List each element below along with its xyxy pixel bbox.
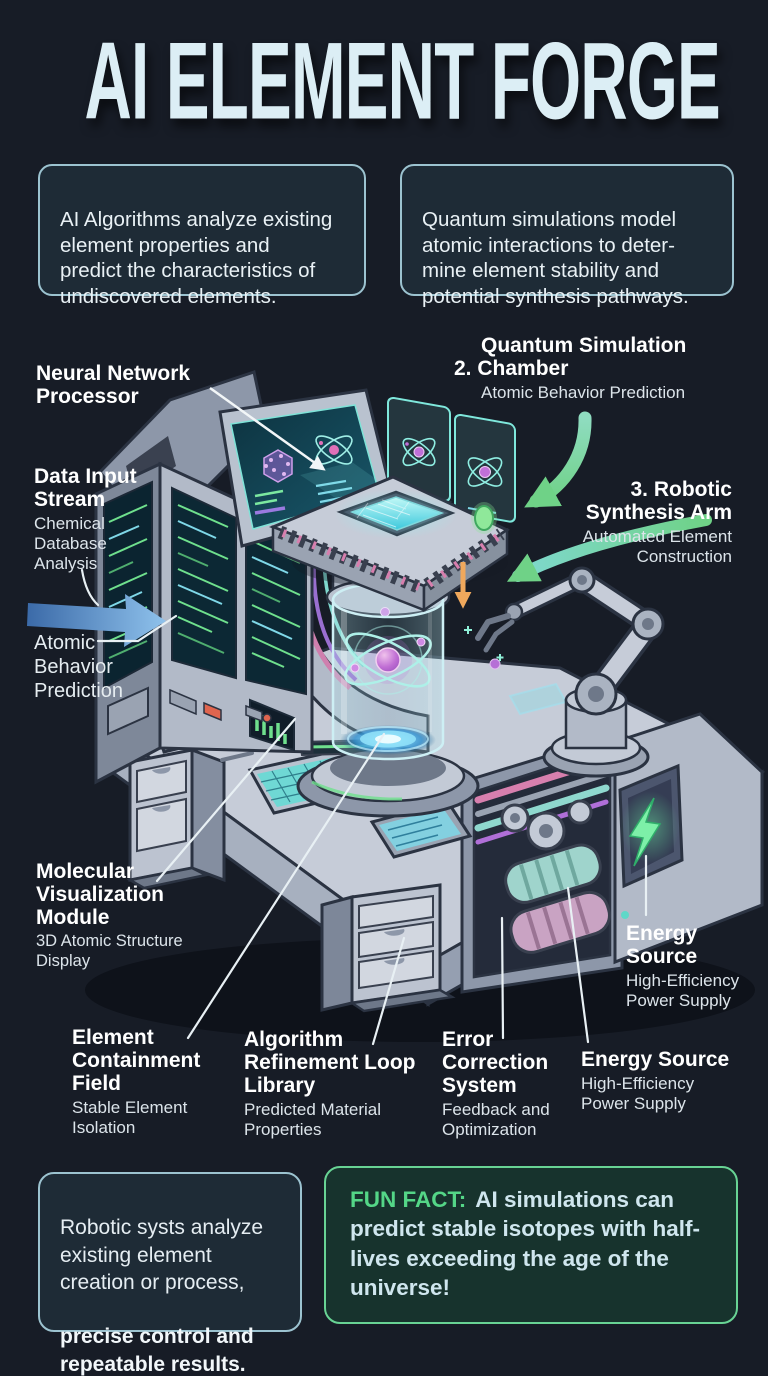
green-arrow-icon bbox=[506, 514, 712, 582]
callout-chemical bbox=[80, 568, 100, 607]
fun-fact-box: FUN FACT:AI simulations can predict stab… bbox=[324, 1166, 738, 1324]
arrows bbox=[27, 386, 712, 647]
atom-icon bbox=[344, 607, 432, 695]
label-energy-source-side: Energy Source High-Efficiency Power Supp… bbox=[626, 922, 739, 1011]
fun-fact-text: AI simulations can predict stable isotop… bbox=[350, 1187, 701, 1300]
callout-energy-bottom bbox=[566, 886, 590, 1044]
label-title: Algorithm Refinement Loop Library bbox=[244, 1028, 416, 1098]
label-molecular-visualization: Molecular Visualization Module 3D Atomic… bbox=[36, 860, 183, 971]
label-title: Element Containment Field bbox=[72, 1026, 201, 1096]
callout-algorithm bbox=[371, 936, 406, 1046]
page-title: AI ELEMENT FORGE bbox=[84, 19, 720, 142]
lightning-icon bbox=[628, 797, 662, 867]
label-element-containment: Element Containment Field Stable Element… bbox=[72, 1026, 200, 1138]
label-atomic-behavior: Atomic Behavior Prediction bbox=[34, 631, 123, 703]
footer-left-bold: precise control and repeatable results. bbox=[60, 1325, 254, 1376]
label-title: Energy Source bbox=[581, 1048, 730, 1071]
label-title: Data Input Stream bbox=[34, 465, 137, 512]
intro-box-left-text: AI Algorithms analyze existing element p… bbox=[60, 207, 333, 309]
label-title: 2. Chamber bbox=[454, 357, 569, 381]
label-sub: Stable Element Isolation bbox=[72, 1098, 188, 1138]
label-neural-network: Neural Network Processor bbox=[36, 362, 190, 408]
label-title: Molecular Visualization Module bbox=[36, 860, 164, 930]
label-sub: Chemical Database Analysis bbox=[34, 514, 107, 574]
label-sub: High-Efficiency Power Supply bbox=[581, 1074, 695, 1114]
label-energy-source-bottom: Energy Source High-Efficiency Power Supp… bbox=[581, 1048, 729, 1114]
label-title: Quantum Simulation bbox=[481, 334, 687, 357]
white-arrow-icon bbox=[209, 386, 326, 471]
intro-box-right-text: Quantum simulations model atomic interac… bbox=[422, 207, 689, 309]
blue-arrow-icon bbox=[27, 594, 166, 647]
label-quantum-chamber: Quantum Simulation 2. Chamber Atomic Beh… bbox=[454, 334, 686, 403]
label-algorithm-refinement: Algorithm Refinement Loop Library Predic… bbox=[244, 1028, 416, 1140]
label-title: Energy Source bbox=[626, 922, 698, 969]
left-tower bbox=[94, 370, 314, 785]
center-cabinet bbox=[320, 883, 456, 1013]
intro-box-left: AI Algorithms analyze existing element p… bbox=[38, 164, 366, 308]
energy-panel bbox=[613, 712, 764, 965]
holo-screen-a bbox=[387, 396, 451, 502]
callout-lines bbox=[80, 568, 648, 1046]
code-screen-a bbox=[171, 486, 237, 680]
label-title: 3. Robotic Synthesis Arm bbox=[585, 478, 732, 525]
label-error-correction: Error Correction System Feedback and Opt… bbox=[442, 1028, 550, 1140]
callout-atomic bbox=[96, 614, 178, 643]
left-cabinet bbox=[126, 747, 226, 890]
callout-molecular bbox=[155, 717, 297, 883]
green-arrow-icon bbox=[524, 411, 592, 508]
fun-fact-prefix: FUN FACT: bbox=[350, 1187, 467, 1212]
label-robotic-arm: 3. Robotic Synthesis Arm Automated Eleme… bbox=[500, 478, 732, 567]
callout-error bbox=[500, 916, 505, 1040]
chip-platform bbox=[268, 475, 511, 613]
footer-left-box: Robotic systs analyze existing element c… bbox=[38, 1172, 302, 1376]
label-sub: High-Efficiency Power Supply bbox=[626, 971, 740, 1011]
callout-element bbox=[186, 732, 386, 1040]
label-sub: Automated Element Construction bbox=[582, 527, 732, 567]
holo-screen-b bbox=[454, 413, 516, 523]
label-sub: Predicted Material Properties bbox=[244, 1100, 382, 1140]
label-sub: Feedback and Optimization bbox=[442, 1100, 550, 1140]
label-text: Atomic Behavior Prediction bbox=[34, 632, 123, 702]
label-title: Error Correction System bbox=[442, 1028, 549, 1098]
label-sub: 3D Atomic Structure Display bbox=[36, 932, 183, 970]
label-title: Neural Network Processor bbox=[36, 362, 191, 409]
label-sub: Atomic Behavior Prediction bbox=[481, 383, 686, 403]
footer-left-regular: Robotic systs analyze existing element c… bbox=[60, 1216, 264, 1294]
intro-box-right: Quantum simulations model atomic interac… bbox=[400, 164, 734, 308]
label-data-input: Data Input Stream Chemical Database Anal… bbox=[34, 465, 137, 574]
status-blob bbox=[474, 505, 494, 531]
robotic-arm bbox=[464, 566, 665, 778]
neural-chip bbox=[349, 496, 445, 531]
